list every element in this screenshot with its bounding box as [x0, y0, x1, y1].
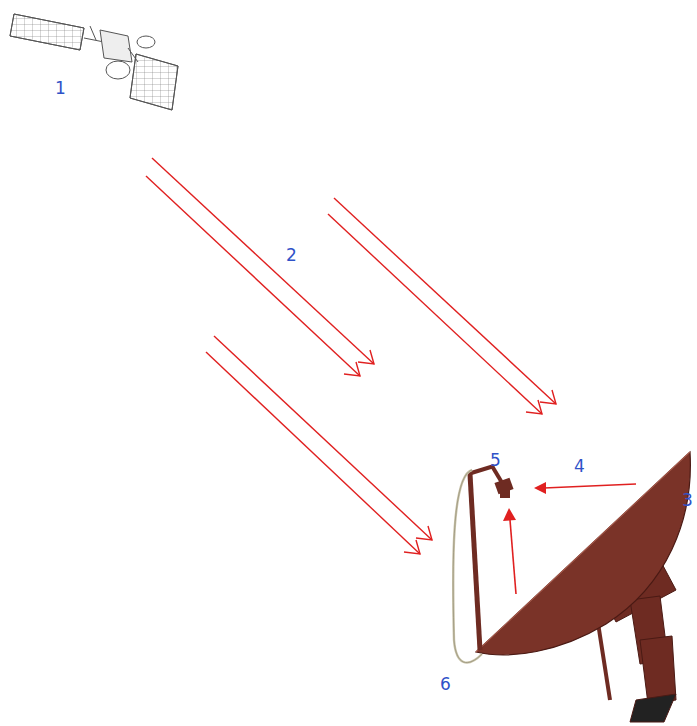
callout-number: 6 — [440, 676, 451, 693]
callout-number: 4 — [574, 458, 585, 475]
callout-number: 5 — [490, 452, 501, 469]
signal-arrows — [146, 158, 556, 554]
callout-number: 3 — [682, 492, 693, 509]
cable — [453, 470, 482, 663]
dish-reflector — [476, 452, 690, 655]
satellite — [10, 14, 178, 110]
feed-horn — [494, 478, 513, 498]
callout-number: 2 — [286, 247, 297, 264]
callout-number: 1 — [55, 80, 66, 97]
reflected-signal — [503, 482, 636, 594]
